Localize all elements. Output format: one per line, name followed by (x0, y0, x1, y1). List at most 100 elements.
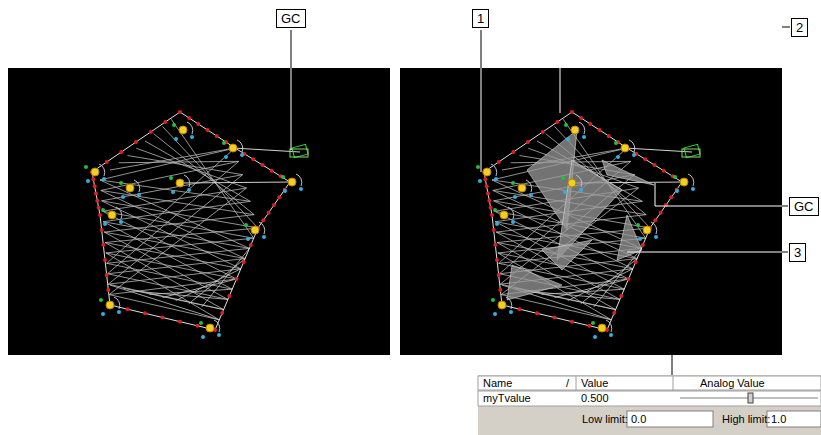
control-point (490, 213, 494, 217)
gc-control (290, 149, 308, 157)
control-point (249, 243, 253, 247)
joint-arc (237, 140, 243, 152)
field-label: Low limit: (582, 413, 628, 426)
control-point (653, 218, 657, 222)
strut (110, 285, 219, 320)
attribute-panel (478, 375, 821, 435)
handle (511, 181, 515, 185)
figure (476, 110, 700, 339)
handle (563, 190, 567, 194)
handle (262, 235, 266, 239)
control-point (653, 163, 657, 167)
joint (288, 178, 296, 186)
strut (106, 238, 254, 253)
joint-arc (629, 140, 635, 152)
control-point (535, 311, 539, 315)
handle (117, 310, 121, 314)
strut (145, 141, 250, 201)
control-point (91, 177, 95, 181)
handle (566, 137, 570, 141)
handle (614, 141, 618, 145)
control-point (511, 150, 515, 154)
control-point (98, 213, 102, 217)
slider-thumb (748, 393, 753, 403)
control-point (143, 311, 147, 315)
joint-arc (187, 122, 193, 134)
joint-arc (606, 320, 612, 332)
control-point (106, 288, 110, 292)
control-point (555, 120, 559, 124)
strut (496, 232, 620, 299)
strut (100, 180, 249, 248)
control-point (215, 134, 219, 138)
joint-arc (576, 175, 582, 187)
strut (171, 119, 253, 238)
joint (571, 126, 579, 134)
column-header: Analog Value (700, 377, 765, 390)
control-point (149, 130, 153, 134)
control-point (196, 122, 200, 126)
shaded-face (617, 215, 642, 260)
control-point (206, 128, 210, 132)
control-point (161, 316, 165, 320)
field-label: High limit: (722, 413, 770, 426)
control-point (641, 243, 645, 247)
handle (224, 155, 228, 159)
control-point (105, 160, 109, 164)
strut (109, 279, 236, 295)
strut (107, 148, 235, 263)
strut (109, 295, 219, 320)
strut (108, 259, 246, 274)
handle (638, 237, 642, 241)
handle (582, 135, 586, 139)
callout-box: 3 (789, 243, 806, 262)
handle (119, 220, 123, 224)
handle (579, 188, 583, 192)
control-point (659, 211, 663, 215)
joint-arc (506, 297, 512, 309)
handle (299, 187, 303, 191)
strut (104, 215, 254, 232)
table-cell: 0.500 (581, 392, 609, 405)
strut (101, 190, 245, 258)
control-point (518, 307, 522, 311)
callout-box: 1 (472, 9, 489, 28)
control-point (526, 140, 530, 144)
joint (176, 179, 184, 187)
handle (593, 335, 597, 339)
handle (102, 177, 106, 181)
joint (680, 178, 688, 186)
strut (103, 222, 232, 290)
joint (108, 211, 116, 219)
handle (222, 141, 226, 145)
handle (673, 175, 677, 179)
control-point (541, 130, 545, 134)
handle (119, 181, 123, 185)
handle (511, 220, 515, 224)
joint-arc (184, 175, 190, 187)
control-point (612, 311, 616, 315)
strut (103, 211, 254, 238)
control-point (570, 110, 574, 114)
control-point (134, 140, 138, 144)
joint-arc (296, 174, 302, 186)
handle (240, 153, 244, 157)
joint-arc (526, 180, 532, 192)
joint-arc (99, 164, 105, 176)
handle (190, 135, 194, 139)
control-point (163, 120, 167, 124)
handle (121, 195, 125, 199)
handle (84, 165, 88, 169)
shaded-face (602, 160, 654, 185)
control-point (486, 192, 490, 196)
callout-label: GC (794, 199, 814, 214)
strut (568, 269, 633, 301)
input-field (767, 411, 821, 427)
gc-control (682, 149, 700, 157)
field-label: 0.0 (631, 413, 646, 426)
leader-line (627, 252, 782, 253)
joint (229, 144, 237, 152)
figure (84, 110, 308, 339)
handle (244, 223, 248, 227)
control-point (497, 273, 501, 277)
